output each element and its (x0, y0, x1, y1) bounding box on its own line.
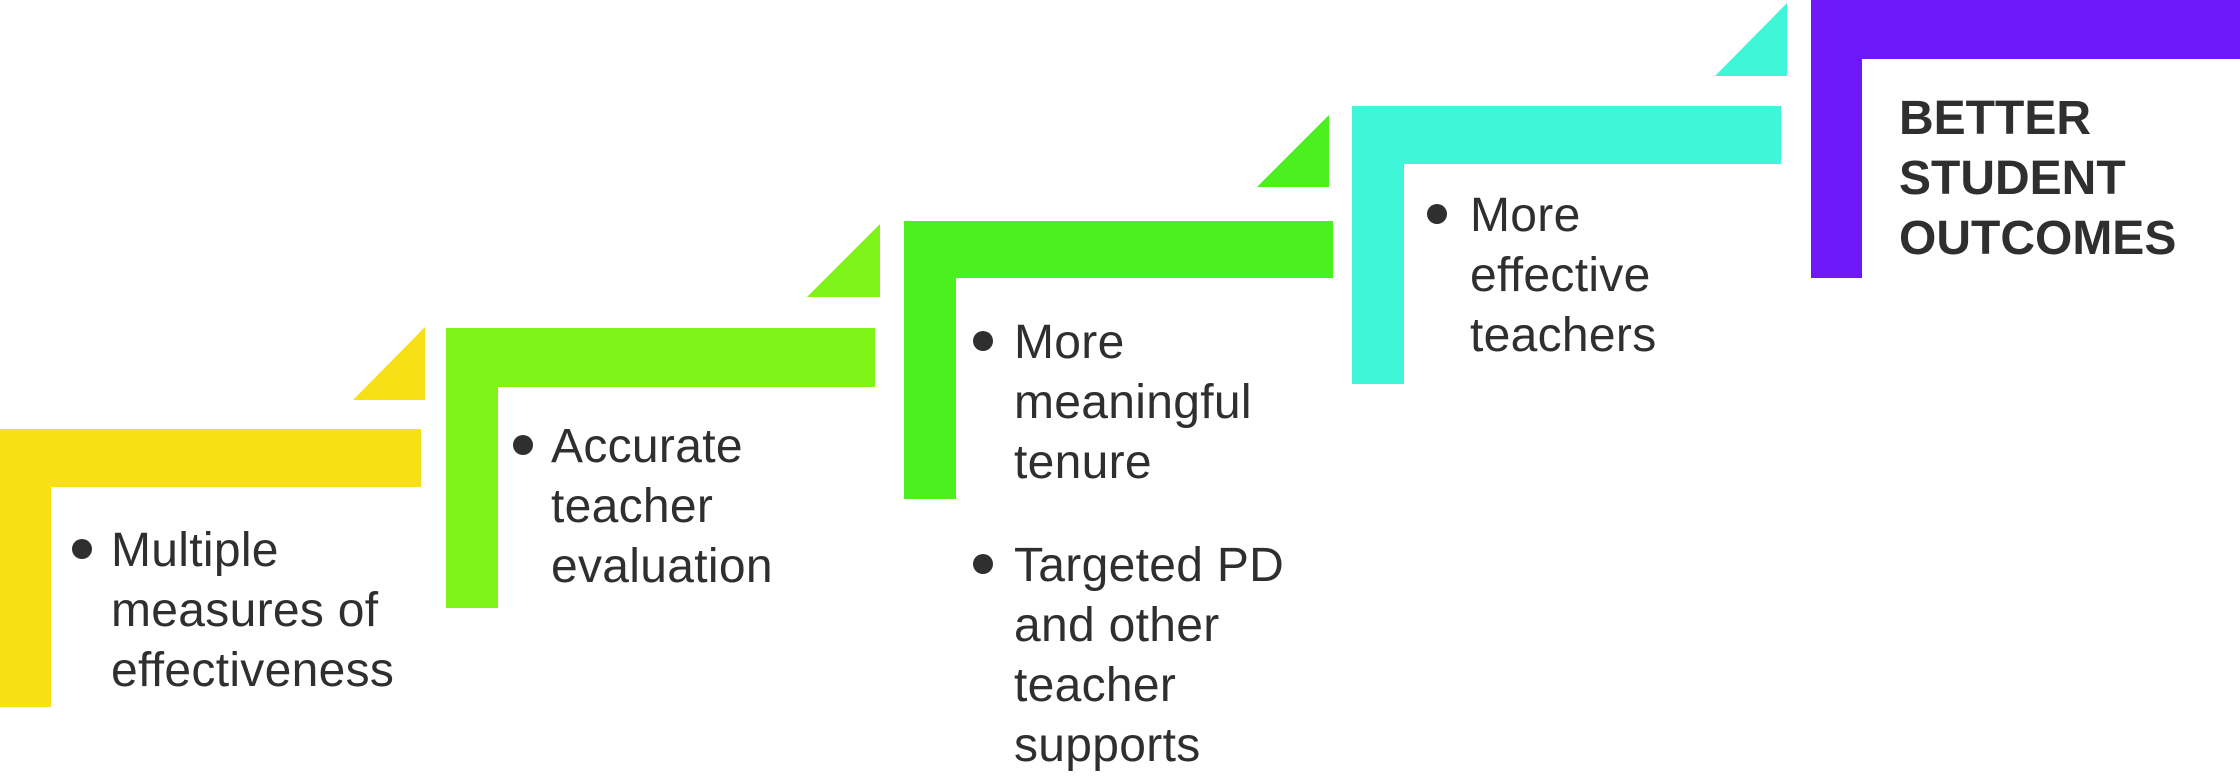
text-line: teacher (1014, 659, 1177, 712)
bullet-icon (973, 331, 993, 351)
text-line: Targeted PD (1014, 539, 1285, 592)
step-1-bracket (0, 327, 425, 707)
text-line: supports (1014, 719, 1201, 772)
heading-line: OUTCOMES (1899, 212, 2177, 265)
step-4-l-shape (1352, 106, 1781, 384)
step-2-bracket (446, 224, 880, 608)
step-1-bullet-1: Multiple measures of effectiveness (111, 521, 394, 701)
text-line: More (1470, 189, 1581, 242)
bullet-icon (513, 435, 533, 455)
heading-line: BETTER (1899, 92, 2091, 145)
text-line: measures of (111, 584, 379, 637)
text-line: meaningful (1014, 376, 1252, 429)
step-2-l-shape (446, 328, 875, 608)
step-2-bullet-1: Accurate teacher evaluation (551, 417, 773, 597)
step-1-l-shape (0, 429, 421, 707)
text-line: Multiple (111, 524, 279, 577)
step-4-arrow-triangle (1715, 3, 1787, 76)
step-4-bracket (1352, 3, 1787, 384)
step-3-bracket (904, 115, 1333, 499)
text-line: effective (1470, 249, 1651, 302)
bullet-icon (1427, 204, 1447, 224)
text-line: effectiveness (111, 644, 395, 697)
text-line: evaluation (551, 540, 773, 593)
text-line: teachers (1470, 309, 1657, 362)
text-line: Accurate (551, 420, 743, 473)
text-line: More (1014, 316, 1125, 369)
text-line: teacher (551, 480, 714, 533)
step-4-bullet-1: More effective teachers (1470, 186, 1657, 366)
step-5-l-shape (1811, 0, 2240, 278)
step-3-bullet-1: More meaningful tenure (1014, 313, 1252, 493)
step-5-bracket (1811, 0, 2240, 278)
bullet-icon (973, 554, 993, 574)
step-3-bullet-2: Targeted PD and other teacher supports (1014, 536, 1284, 776)
step-3-arrow-triangle (1257, 115, 1329, 187)
step-1-arrow-triangle (353, 327, 425, 400)
heading-line: STUDENT (1899, 152, 2126, 205)
step-2-arrow-triangle (807, 224, 880, 297)
text-line: and other (1014, 599, 1220, 652)
text-line: tenure (1014, 436, 1152, 489)
outcome-heading: BETTER STUDENT OUTCOMES (1899, 89, 2176, 269)
step-3-l-shape (904, 221, 1333, 499)
bullet-icon (72, 539, 92, 559)
